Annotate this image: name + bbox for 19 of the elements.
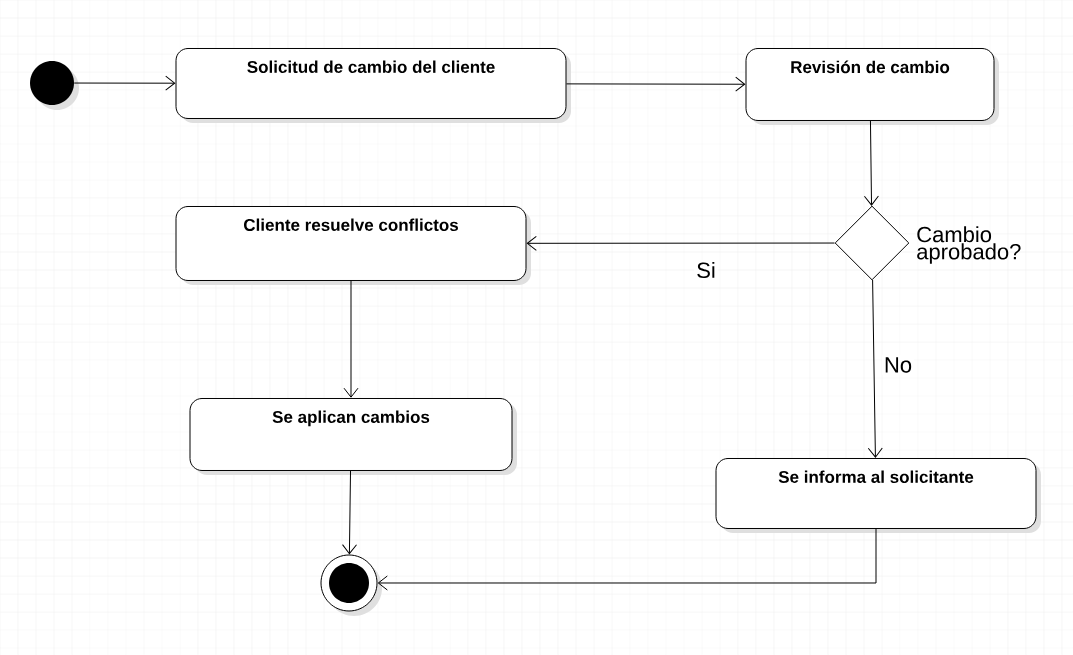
start-node [30, 61, 79, 110]
arrow [73, 75, 176, 91]
arrow [343, 280, 359, 398]
action-box: Se aplican cambios [189, 398, 517, 475]
end-node [320, 554, 382, 616]
arrow [342, 470, 357, 555]
arrow [867, 279, 883, 458]
edge-label: No [885, 357, 912, 373]
action-box: Cliente resuelve conflictos [175, 206, 531, 285]
arrow [566, 76, 746, 92]
arrow [863, 120, 879, 206]
edge-label: Si [697, 261, 715, 279]
action-box: Solicitud de cambio del cliente [175, 48, 571, 123]
action-box: Revisión de cambio [745, 48, 999, 125]
action-box: Se informa al solicitante [715, 458, 1041, 533]
arrow [526, 235, 836, 251]
decision-diamond [834, 205, 910, 281]
arrow [377, 528, 877, 591]
decision-label: Cambio aprobado? [917, 226, 1021, 264]
